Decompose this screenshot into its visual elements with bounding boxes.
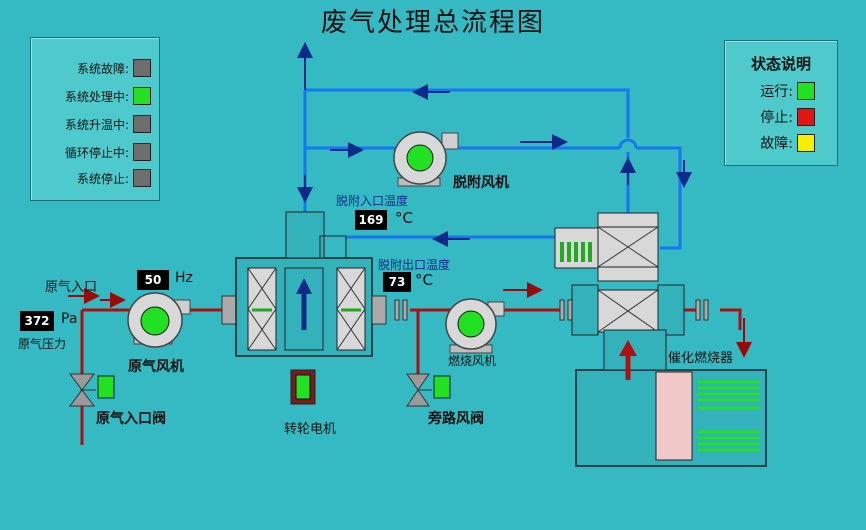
desorb-out-temp-label: 脱附出口温度	[378, 258, 451, 272]
desorb-out-temp-readout: 73	[383, 272, 411, 292]
frequency-readout: 50	[137, 270, 169, 290]
legend-label: 系统停止:	[76, 171, 129, 186]
burner-fan	[445, 298, 505, 354]
state-legend: 状态说明 运行: 停止: 故障:	[724, 40, 838, 166]
system-status-legend: 系统故障: 系统处理中: 系统升温中: 循环停止中: 系统停止:	[30, 37, 160, 201]
adsorber	[221, 211, 387, 357]
raw-fan	[127, 292, 191, 348]
desorb-fan	[393, 131, 459, 187]
indicator-square	[133, 143, 151, 161]
legend-system-heating: 系统升温中:	[65, 114, 151, 134]
raw-pressure-label: 原气压力	[18, 337, 67, 351]
indicator-square	[797, 82, 815, 100]
legend-label: 系统升温中:	[64, 117, 129, 132]
catalytic-burner	[575, 329, 767, 467]
bypass-valve	[406, 373, 451, 407]
desorb-in-temp-readout: 169	[355, 210, 387, 230]
legend-running: 运行:	[760, 81, 815, 101]
indicator-square	[133, 115, 151, 133]
burner-fan-label: 燃烧风机	[448, 354, 497, 368]
legend-system-processing: 系统处理中:	[65, 86, 151, 106]
desorb-in-temp-unit: °C	[395, 209, 413, 227]
legend-label: 运行:	[760, 84, 793, 100]
frequency-unit: Hz	[175, 270, 193, 286]
rotor-motor	[290, 369, 316, 405]
raw-inlet-valve-label: 原气入口阀	[96, 411, 166, 427]
page-title: 废气处理总流程图	[320, 8, 545, 38]
pressure-unit: Pa	[61, 311, 78, 327]
rotor-motor-label: 转轮电机	[284, 422, 337, 437]
state-legend-title: 状态说明	[750, 55, 811, 73]
raw-air-inlet-label: 原气入口	[45, 280, 98, 295]
heat-exchanger	[554, 212, 685, 336]
blue-arrows	[297, 42, 692, 247]
indicator-square	[797, 134, 815, 152]
flanges	[394, 299, 709, 321]
legend-label: 故障:	[760, 136, 793, 152]
indicator-square	[133, 87, 151, 105]
legend-loop-stopping: 循环停止中:	[65, 142, 151, 162]
pressure-readout: 372	[20, 311, 54, 331]
legend-system-stopped: 系统停止:	[77, 168, 151, 188]
raw-inlet-valve	[69, 373, 115, 407]
legend-fault: 故障:	[760, 133, 815, 153]
desorb-fan-label: 脱附风机	[453, 175, 509, 191]
legend-system-fault: 系统故障:	[77, 58, 151, 78]
legend-label: 停止:	[760, 110, 793, 126]
indicator-square	[133, 169, 151, 187]
desorb-out-temp-unit: °C	[415, 271, 433, 289]
desorb-in-temp-label: 脱附入口温度	[336, 194, 409, 208]
bypass-valve-label: 旁路风阀	[428, 411, 484, 427]
raw-fan-label: 原气风机	[128, 359, 184, 375]
indicator-square	[797, 108, 815, 126]
catalytic-burner-label: 催化燃烧器	[668, 351, 734, 366]
legend-stopped: 停止:	[760, 107, 815, 127]
indicator-square	[133, 59, 151, 77]
legend-label: 循环停止中:	[64, 145, 129, 160]
legend-label: 系统处理中:	[64, 89, 129, 104]
red-arrows	[68, 282, 752, 358]
legend-label: 系统故障:	[76, 61, 129, 76]
